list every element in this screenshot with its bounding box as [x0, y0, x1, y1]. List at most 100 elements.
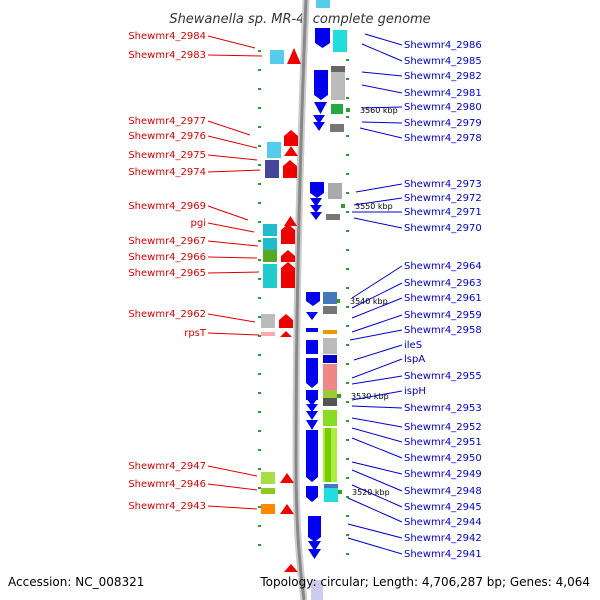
tick-mark [346, 97, 349, 99]
gene-label-right: Shewmr4_2963 [404, 278, 482, 289]
forward-gene-arrow [314, 70, 328, 100]
ruler-tick [341, 204, 345, 208]
gene-box [324, 484, 338, 488]
tick-mark [346, 515, 349, 517]
reverse-gene-arrow [280, 504, 294, 514]
gene-box [306, 340, 318, 354]
tick-mark [258, 278, 261, 280]
gene-label-left: pgi [191, 218, 206, 229]
tick-mark [258, 240, 261, 242]
gene-label-right: Shewmr4_2953 [404, 403, 482, 414]
gene-box [323, 390, 337, 398]
tick-mark [258, 126, 261, 128]
reverse-gene-arrow [281, 250, 295, 262]
gene-label-right: Shewmr4_2941 [404, 549, 482, 560]
gene-box [261, 472, 275, 484]
tick-mark [346, 249, 349, 251]
tick-mark [346, 173, 349, 175]
gene-label-right: Shewmr4_2981 [404, 88, 482, 99]
leader-line [351, 265, 403, 299]
gene-box [326, 214, 340, 220]
forward-gene-arrow [314, 102, 327, 114]
gene-label-right: Shewmr4_2980 [404, 102, 482, 113]
gene-label-right: lspA [404, 354, 425, 365]
tick-mark [258, 525, 261, 527]
leader-line [207, 505, 258, 510]
leader-line [351, 417, 403, 428]
forward-gene-arrow [306, 398, 318, 406]
ruler-tick [337, 394, 341, 398]
gene-label-right: Shewmr4_2973 [404, 179, 482, 190]
tick-mark [346, 268, 349, 270]
gene-label-right: Shewmr4_2961 [404, 293, 482, 304]
gene-box [323, 410, 337, 426]
gene-label-right: Shewmr4_2951 [404, 437, 482, 448]
tick-mark [346, 344, 349, 346]
gene-box [261, 314, 275, 328]
tick-mark [258, 297, 261, 299]
reverse-gene-arrow [283, 160, 297, 178]
tick-mark [346, 135, 349, 137]
tick-mark [258, 107, 261, 109]
gene-box [323, 398, 337, 406]
gene-label-left: Shewmr4_2984 [128, 31, 206, 42]
gene-label-right: ileS [404, 340, 422, 351]
leader-line [207, 465, 258, 477]
reverse-gene-arrow [284, 146, 298, 156]
gene-label-right: Shewmr4_2982 [404, 71, 482, 82]
reverse-gene-arrow [281, 224, 295, 244]
tick-mark [258, 145, 261, 147]
forward-gene-arrow [306, 430, 318, 482]
tick-mark [346, 192, 349, 194]
tick-mark [346, 458, 349, 460]
tick-mark [258, 392, 261, 394]
leader-line [351, 405, 403, 409]
gene-label-right: Shewmr4_2942 [404, 533, 482, 544]
tick-mark [258, 373, 261, 375]
gene-label-right: Shewmr4_2985 [404, 56, 482, 67]
forward-gene-arrow [306, 486, 318, 502]
forward-gene-arrow [306, 404, 318, 412]
forward-gene-arrow [310, 212, 322, 220]
gene-box [323, 355, 337, 363]
tick-mark [258, 449, 261, 451]
leader-line [351, 461, 403, 475]
gene-box [325, 428, 331, 482]
forward-gene-arrow [308, 549, 321, 559]
tick-mark [346, 496, 349, 498]
leader-line [364, 33, 403, 46]
gene-box [323, 330, 337, 334]
leader-line [351, 469, 403, 492]
leader-line [361, 84, 403, 94]
gene-box [331, 66, 345, 72]
backbone-line [294, 0, 308, 600]
leader-line [351, 297, 403, 319]
leader-line [353, 344, 403, 361]
tick-mark [346, 154, 349, 156]
reverse-gene-arrow [284, 130, 298, 146]
gene-label-left: Shewmr4_2943 [128, 501, 206, 512]
gene-box [263, 250, 277, 262]
gene-label-right: Shewmr4_2949 [404, 469, 482, 480]
gene-label-left: Shewmr4_2947 [128, 461, 206, 472]
leader-line [353, 217, 403, 229]
gene-label-right: Shewmr4_2955 [404, 371, 482, 382]
tick-mark [258, 69, 261, 71]
tick-mark [258, 316, 261, 318]
leader-line [207, 332, 260, 336]
tick-mark [346, 553, 349, 555]
leader-line [361, 106, 403, 109]
forward-gene-arrow [310, 198, 322, 207]
gene-box [306, 328, 318, 332]
gene-label-right: Shewmr4_2950 [404, 453, 482, 464]
leader-line [351, 282, 403, 309]
tick-mark [346, 230, 349, 232]
gene-label-left: Shewmr4_2976 [128, 131, 206, 142]
tick-mark [346, 211, 349, 213]
tick-mark [346, 287, 349, 289]
tick-mark [346, 477, 349, 479]
leader-line [361, 121, 403, 124]
leader-line [207, 135, 258, 149]
gene-label-left: Shewmr4_2965 [128, 268, 206, 279]
gene-box [263, 238, 277, 250]
